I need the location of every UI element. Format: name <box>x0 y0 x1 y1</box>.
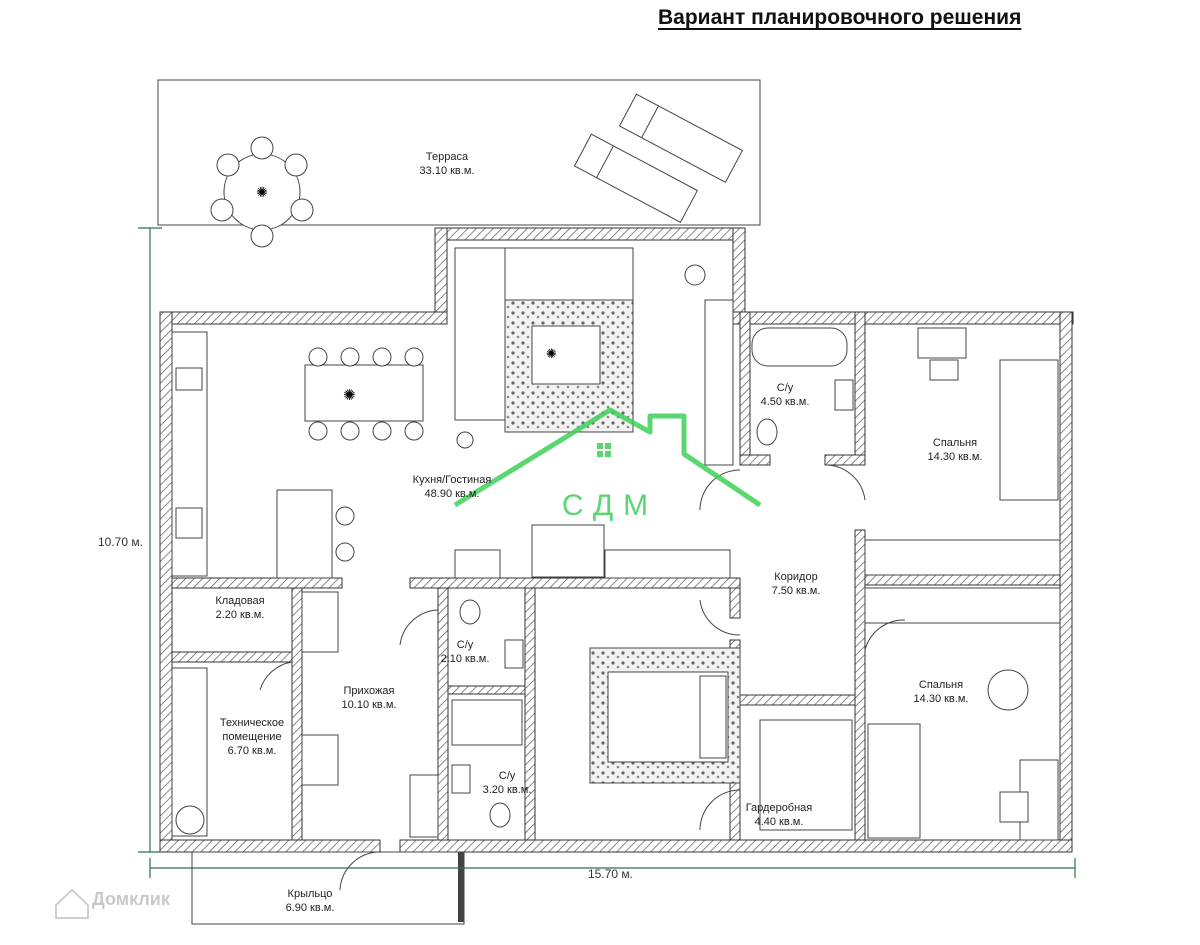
svg-text:С/у: С/у <box>777 382 794 394</box>
room-label-porch: Крыльцо 6.90 кв.м. <box>286 888 335 914</box>
dimension-lines <box>138 227 1076 878</box>
svg-text:Крыльцо: Крыльцо <box>288 888 333 900</box>
plan-title: Вариант планировочного решения <box>658 6 1022 29</box>
room-label-terrace: Терраса 33.10 кв.м. <box>420 151 475 177</box>
svg-text:Техническое: Техническое <box>220 717 284 729</box>
room-label-kitchen-living: Кухня/Гостиная 48.90 кв.м. <box>413 474 492 500</box>
terrace: ✺ <box>157 79 761 248</box>
living-room-furniture: ✺ <box>454 247 734 466</box>
svg-text:Спальня: Спальня <box>919 679 963 691</box>
room-label-bathroom-3: С/у 3.20 кв.м. <box>483 770 532 796</box>
watermark-brand-text: СДМ <box>562 489 658 522</box>
svg-text:Кухня/Гостиная: Кухня/Гостиная <box>413 474 492 486</box>
svg-text:✺: ✺ <box>546 346 557 361</box>
svg-text:14.30 кв.м.: 14.30 кв.м. <box>914 693 969 705</box>
svg-text:33.10 кв.м.: 33.10 кв.м. <box>420 165 475 177</box>
room-label-bathroom-2: С/у 2.10 кв.м. <box>441 639 490 665</box>
svg-text:Терраса: Терраса <box>426 151 469 163</box>
svg-text:✺: ✺ <box>256 184 268 200</box>
room-label-bathroom-1: С/у 4.50 кв.м. <box>761 382 810 408</box>
svg-text:4.50 кв.м.: 4.50 кв.м. <box>761 396 810 408</box>
sun-loungers <box>573 93 744 223</box>
svg-text:Кладовая: Кладовая <box>215 595 264 607</box>
svg-text:4.40 кв.м.: 4.40 кв.м. <box>755 816 804 828</box>
footer-watermark-text: Домклик <box>92 889 171 909</box>
svg-text:Коридор: Коридор <box>774 571 817 583</box>
svg-text:Прихожая: Прихожая <box>344 685 395 697</box>
svg-text:2.10 кв.м.: 2.10 кв.м. <box>441 653 490 665</box>
svg-text:2.20 кв.м.: 2.20 кв.м. <box>216 609 265 621</box>
porch <box>191 851 465 925</box>
svg-text:Гардеробная: Гардеробная <box>746 802 813 814</box>
door-swings <box>259 464 906 891</box>
room-label-hallway: Прихожая 10.10 кв.м. <box>342 685 397 711</box>
room-label-bedroom-1: Спальня 14.30 кв.м. <box>928 437 983 463</box>
room-label-technical-room: Техническое помещение 6.70 кв.м. <box>220 717 284 757</box>
svg-text:14.30 кв.м.: 14.30 кв.м. <box>928 451 983 463</box>
svg-text:7.50 кв.м.: 7.50 кв.м. <box>772 585 821 597</box>
dimension-height-label: 10.70 м. <box>98 535 143 549</box>
kitchen-furniture: ✺ <box>171 331 731 579</box>
room-label-storage: Кладовая 2.20 кв.м. <box>215 595 264 621</box>
svg-text:6.90 кв.м.: 6.90 кв.м. <box>286 902 335 914</box>
room-label-wardrobe: Гардеробная 4.40 кв.м. <box>746 802 813 828</box>
svg-text:Спальня: Спальня <box>933 437 977 449</box>
svg-text:помещение: помещение <box>222 731 281 743</box>
outer-walls <box>159 227 1074 853</box>
room-label-bedroom-2: Спальня 14.30 кв.м. <box>914 679 969 705</box>
svg-text:6.70 кв.м.: 6.70 кв.м. <box>228 745 277 757</box>
svg-text:3.20 кв.м.: 3.20 кв.м. <box>483 784 532 796</box>
svg-text:С/у: С/у <box>457 639 474 651</box>
bathroom-fixtures <box>451 327 854 828</box>
room-label-corridor: Коридор 7.50 кв.м. <box>772 571 821 597</box>
svg-text:48.90 кв.м.: 48.90 кв.м. <box>425 488 480 500</box>
house-icon <box>55 888 89 919</box>
svg-text:✺: ✺ <box>343 387 356 404</box>
entrance-furniture <box>171 591 439 838</box>
svg-text:С/у: С/у <box>499 770 516 782</box>
terrace-table: ✺ <box>210 136 314 248</box>
dimension-width-label: 15.70 м. <box>588 867 633 881</box>
brand-watermark-logo: СДМ <box>453 407 762 522</box>
svg-text:10.10 кв.м.: 10.10 кв.м. <box>342 699 397 711</box>
bedroom-furniture <box>589 327 1061 841</box>
